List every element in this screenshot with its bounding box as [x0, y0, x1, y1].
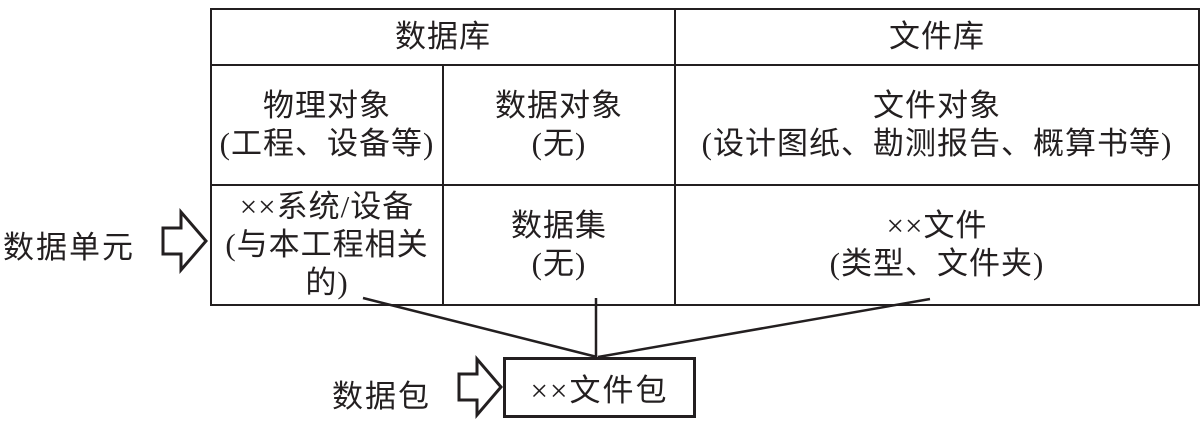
- cell-data-object: 数据对象 (无): [442, 64, 676, 186]
- header-database-label: 数据库: [395, 19, 491, 55]
- cell-file-title: ××文件: [886, 208, 988, 244]
- cell-file-object-title: 文件对象: [873, 88, 1001, 124]
- connector-left-line: [362, 296, 598, 359]
- package-box: ××文件包: [503, 357, 696, 418]
- cell-data-object-title: 数据对象: [495, 88, 623, 124]
- cell-file-object: 文件对象 (设计图纸、勘测报告、概算书等): [674, 64, 1200, 186]
- cell-file-subtitle: (类型、文件夹): [829, 246, 1045, 281]
- data-unit-row: ××系统/设备 (与本工程相关的) 数据集 (无) ××文件 (类型、文件夹): [210, 184, 1200, 306]
- cell-system-equipment: ××系统/设备 (与本工程相关的): [210, 184, 444, 306]
- header-file-library-label: 文件库: [889, 19, 985, 55]
- header-file-library: 文件库: [674, 8, 1200, 66]
- package-box-label: ××文件包: [530, 373, 669, 408]
- data-package-arrow-icon: [457, 354, 503, 420]
- cell-dataset-subtitle: (无): [531, 246, 587, 281]
- cell-physical-object-subtitle: (工程、设备等): [219, 126, 435, 161]
- cell-dataset: 数据集 (无): [442, 184, 676, 306]
- cell-file: ××文件 (类型、文件夹): [674, 184, 1200, 306]
- data-library-table: 数据库 文件库 物理对象 (工程、设备等) 数据对象 (无) 文件对象 (设计图…: [210, 8, 1200, 306]
- cell-file-object-subtitle: (设计图纸、勘测报告、概算书等): [701, 126, 1173, 161]
- data-unit-arrow-icon: [161, 207, 208, 275]
- cell-physical-object-title: 物理对象: [263, 88, 391, 124]
- data-package-label: 数据包: [332, 379, 431, 414]
- connector-right-line: [597, 297, 931, 359]
- header-database: 数据库: [210, 8, 676, 66]
- object-row: 物理对象 (工程、设备等) 数据对象 (无) 文件对象 (设计图纸、勘测报告、概…: [210, 64, 1200, 186]
- cell-system-equipment-subtitle: (与本工程相关的): [225, 227, 429, 300]
- converging-lines: [362, 296, 931, 359]
- cell-system-equipment-title: ××系统/设备: [239, 189, 415, 225]
- table-header-row: 数据库 文件库: [210, 8, 1200, 66]
- cell-data-object-subtitle: (无): [531, 126, 587, 161]
- data-unit-label: 数据单元: [3, 230, 135, 265]
- cell-dataset-title: 数据集: [511, 208, 607, 244]
- cell-physical-object: 物理对象 (工程、设备等): [210, 64, 444, 186]
